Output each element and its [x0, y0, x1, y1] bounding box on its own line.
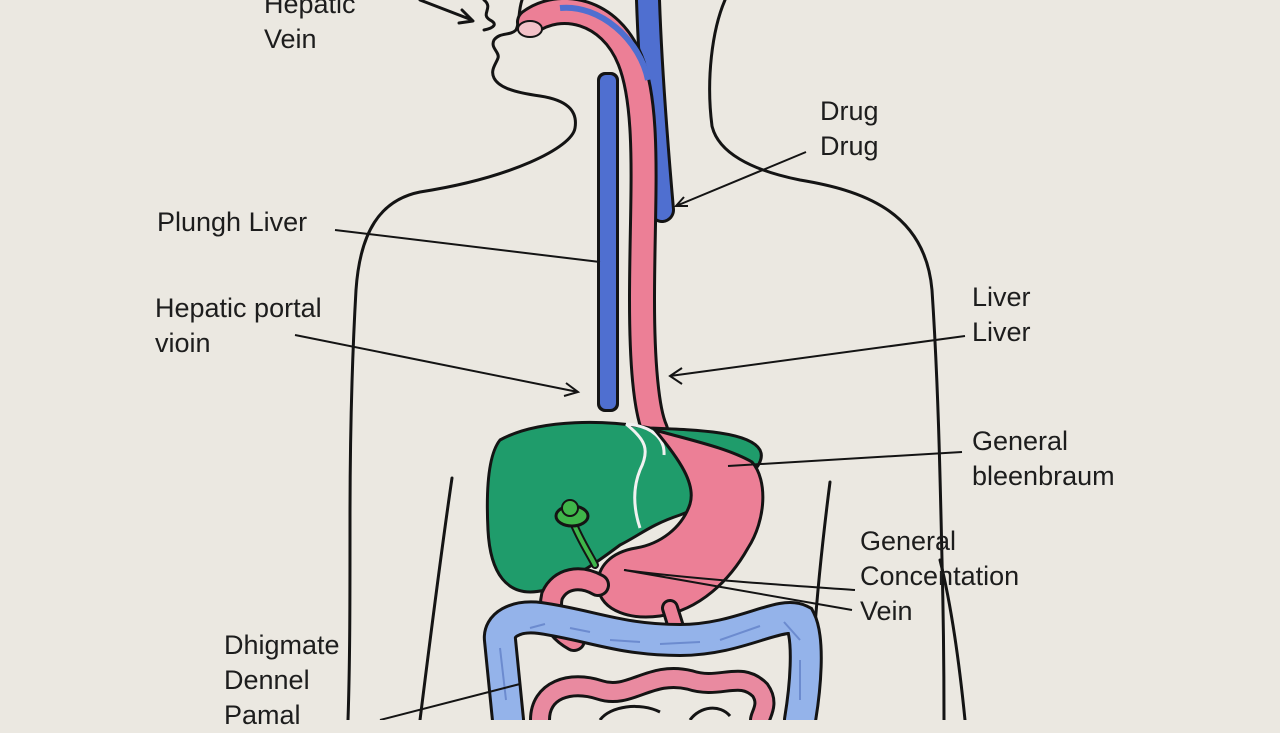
bottom-left-line-2: Dennel	[224, 665, 310, 695]
bottom-left-line-3: Pamal	[224, 700, 301, 730]
mouth	[517, 20, 543, 38]
drug-leader-line	[673, 151, 807, 207]
bottom-left-leader-line	[379, 683, 521, 720]
liver-leader-line	[668, 335, 966, 385]
liver-lobe-division	[625, 422, 666, 529]
drug-line-2: Drug	[820, 131, 879, 161]
liver-label: Liver Liver	[972, 280, 1031, 350]
general-concentration-line-1: General	[860, 526, 957, 556]
drug-label: Drug Drug	[820, 94, 879, 164]
bottom-left-line-1: Dhigmate	[224, 630, 340, 660]
hepatic-vein-line-1: Hepatic	[264, 0, 356, 19]
gallbladder	[554, 499, 599, 569]
general-concentration-label: General Concentation Vein	[860, 524, 1019, 629]
right-side-line	[938, 558, 967, 720]
back-of-head-outline	[708, 0, 946, 720]
hepatic-portal-leader-line	[294, 334, 581, 397]
hepatic-portal-vein	[597, 72, 619, 412]
plunger-liver-line-1: Plungh Liver	[157, 207, 308, 237]
leader-lines	[294, 151, 966, 720]
nose-arrow	[418, 0, 496, 32]
liver-line-1: Liver	[972, 282, 1031, 312]
large-intestine	[482, 600, 823, 720]
small-intestine	[529, 667, 776, 720]
hepatic-vein-line-2: Vein	[264, 24, 317, 54]
hepatic-portal-line-1: Hepatic portal	[155, 293, 322, 323]
general-bloodstream-line-1: General	[972, 426, 1069, 456]
hepatic-portal-label: Hepatic portal vioin	[155, 291, 322, 361]
concentration-leader-line	[623, 569, 856, 611]
left-torso-line	[418, 476, 454, 720]
bottom-left-label: Dhigmate Dennel Pamal	[224, 628, 340, 733]
liver-line-2: Liver	[972, 317, 1031, 347]
drug-line-1: Drug	[820, 96, 879, 126]
general-bloodstream-line-2: bleenbraum	[972, 461, 1115, 491]
hepatic-vein-label: Hepatic Vein	[264, 0, 356, 57]
plunger-liver-label: Plungh Liver	[157, 205, 307, 240]
stomach	[596, 427, 765, 619]
plunger-liver-leader-line	[334, 229, 601, 263]
general-concentration-line-3: Vein	[860, 596, 913, 626]
esophagus	[516, 0, 669, 444]
face-profile	[346, 0, 577, 720]
bloodstream-leader-line	[727, 451, 963, 467]
general-concentration-line-2: Concentation	[860, 561, 1020, 591]
hepatic-portal-line-2: vioin	[155, 328, 211, 358]
general-bloodstream-label: General bleenbraum	[972, 424, 1115, 494]
